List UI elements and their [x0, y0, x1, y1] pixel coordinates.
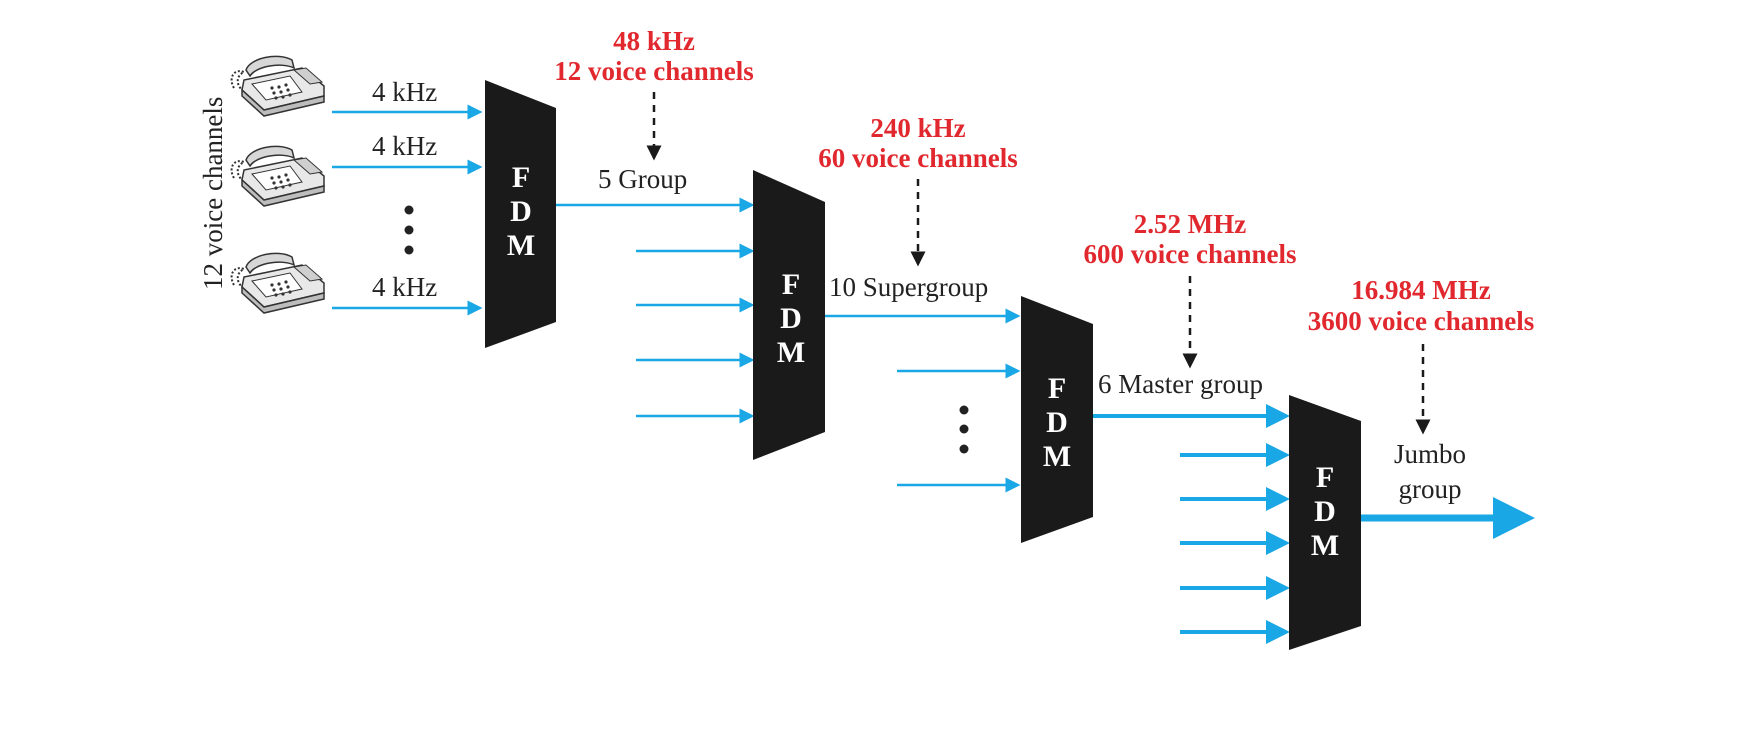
ellipsis-dots — [959, 405, 969, 454]
fdm-label: D — [510, 195, 532, 228]
fdm-multiplexer — [753, 170, 825, 460]
output-label-master-group: 6 Master group — [1098, 369, 1263, 399]
input-label: 4 kHz — [372, 77, 437, 107]
telephone-icon — [230, 55, 325, 117]
annotation-bandwidth: 48 kHz — [613, 26, 695, 56]
annotation-channels: 12 voice channels — [554, 56, 754, 86]
fdm-label: F — [1048, 372, 1066, 405]
annotation-channels: 60 voice channels — [818, 143, 1018, 173]
fdm-label: M — [1043, 440, 1071, 473]
annotation-channels: 3600 voice channels — [1308, 306, 1535, 336]
fdm-multiplexer — [1021, 296, 1093, 543]
output-label-group: group — [1399, 474, 1462, 504]
fdm-label: F — [782, 268, 800, 301]
fdm-label: D — [1046, 406, 1068, 439]
annotation-bandwidth: 2.52 MHz — [1134, 209, 1246, 239]
fdm-label: F — [1316, 461, 1334, 494]
annotation-channels: 600 voice channels — [1084, 239, 1297, 269]
output-label-group: 5 Group — [598, 164, 687, 194]
fdm-label: M — [1311, 529, 1339, 562]
fdm-label: F — [512, 161, 530, 194]
annotation-bandwidth: 16.984 MHz — [1351, 275, 1490, 305]
input-label: 4 kHz — [372, 131, 437, 161]
ellipsis-dots — [404, 205, 414, 255]
fdm-multiplexer — [1289, 395, 1361, 650]
input-label: 4 kHz — [372, 272, 437, 302]
telephone-icon — [230, 252, 325, 314]
output-label-jumbo: Jumbo — [1394, 439, 1466, 469]
fdm-label: D — [1314, 495, 1336, 528]
telephone-icon — [230, 145, 325, 207]
side-label-12-voice-channels: 12 voice channels — [198, 97, 228, 290]
output-label-supergroup: 10 Supergroup — [829, 272, 988, 302]
fdm-label: D — [780, 302, 802, 335]
fdm-label: M — [777, 336, 805, 369]
annotation-bandwidth: 240 kHz — [870, 113, 965, 143]
fdm-label: M — [507, 229, 535, 262]
fdm-multiplexer — [485, 80, 556, 348]
